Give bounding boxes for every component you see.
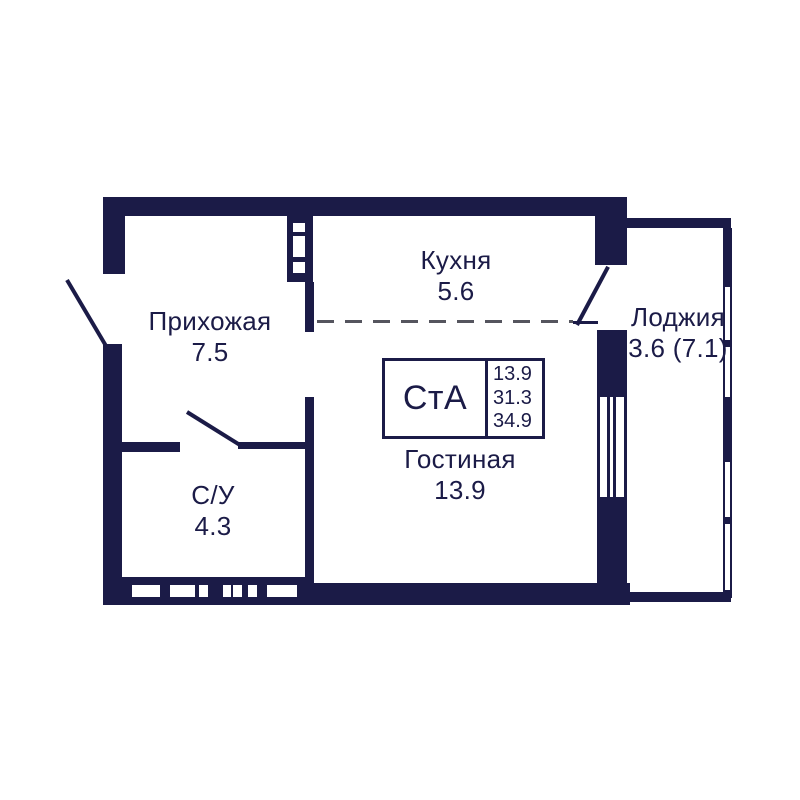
wall-inner-vertical-upper [305,282,314,332]
vent-slot [233,585,242,597]
room-name: Кухня [420,245,492,275]
apartment-type-label: СтА [402,379,468,417]
room-name: Прихожая [148,306,272,336]
window-glass-line [613,397,616,497]
window-frame-line [624,397,627,497]
room-label-bathroom: С/У 4.3 [191,480,234,542]
room-area: 4.3 [194,511,232,541]
loggia-glazing-right [723,228,732,598]
loggia-wall-bottom [627,592,731,602]
bathroom-wall-right [238,442,305,449]
apartment-info-box: СтА 13.9 31.3 34.9 [382,358,545,439]
vent-slot [199,585,208,597]
loggia-window-inner [597,397,627,497]
vent-shaft [287,215,313,282]
vent-slot [170,585,195,597]
glazing-mullion [723,280,732,287]
apartment-areas: 13.9 31.3 34.9 [485,361,542,436]
room-area: 7.5 [191,337,229,367]
wall-left-upper [103,197,125,274]
glazing-mullion [723,340,732,347]
glazing-mullion [723,590,732,598]
window-frame-line [597,397,600,497]
room-area: 13.9 [434,475,486,505]
room-area: 5.6 [437,276,475,306]
room-name: Гостиная [404,444,516,474]
wall-top [103,197,627,216]
vent-shaft-hole [293,262,305,273]
loggia-wall-top [627,218,731,228]
vent-shaft-hole [293,223,305,232]
vent-slot [132,585,160,597]
room-area: 3.6 (7.1) [628,333,728,363]
room-label-hallway: Прихожая 7.5 [149,306,272,368]
room-label-living: Гостиная 13.9 [404,444,516,506]
loggia-door-threshold [573,321,598,324]
wall-left-lower [103,344,122,605]
room-label-loggia: Лоджия 3.6 (7.1) [628,302,728,364]
loggia-separator-upper [597,330,627,397]
entry-door-leaf [65,278,108,348]
vent-slot [223,585,231,597]
wall-inner-vertical-lower [305,397,314,583]
glazing-mullion [723,517,732,524]
vent-slot [267,585,297,597]
vent-slot [248,585,257,597]
kitchen-living-dashed-boundary [317,320,573,323]
room-name: С/У [191,480,235,510]
wall-bottom-living [305,583,630,605]
bathroom-wall-left [122,442,180,452]
room-name: Лоджия [631,302,725,332]
window-glass-line [607,397,610,497]
wall-bottom-left [103,577,313,605]
vent-shaft-hole [293,236,305,257]
loggia-door-leaf [575,265,610,326]
area-value: 34.9 [493,410,532,433]
area-value: 13.9 [493,363,532,386]
loggia-separator-lower [597,497,627,605]
kitchen-right-wall [595,216,627,265]
bathroom-door-leaf [185,410,241,447]
area-value: 31.3 [493,386,532,409]
room-label-kitchen: Кухня 5.6 [420,245,491,307]
glazing-solid-segment [723,397,732,457]
glazing-mullion [723,455,732,462]
glazing-solid-segment [723,228,732,282]
